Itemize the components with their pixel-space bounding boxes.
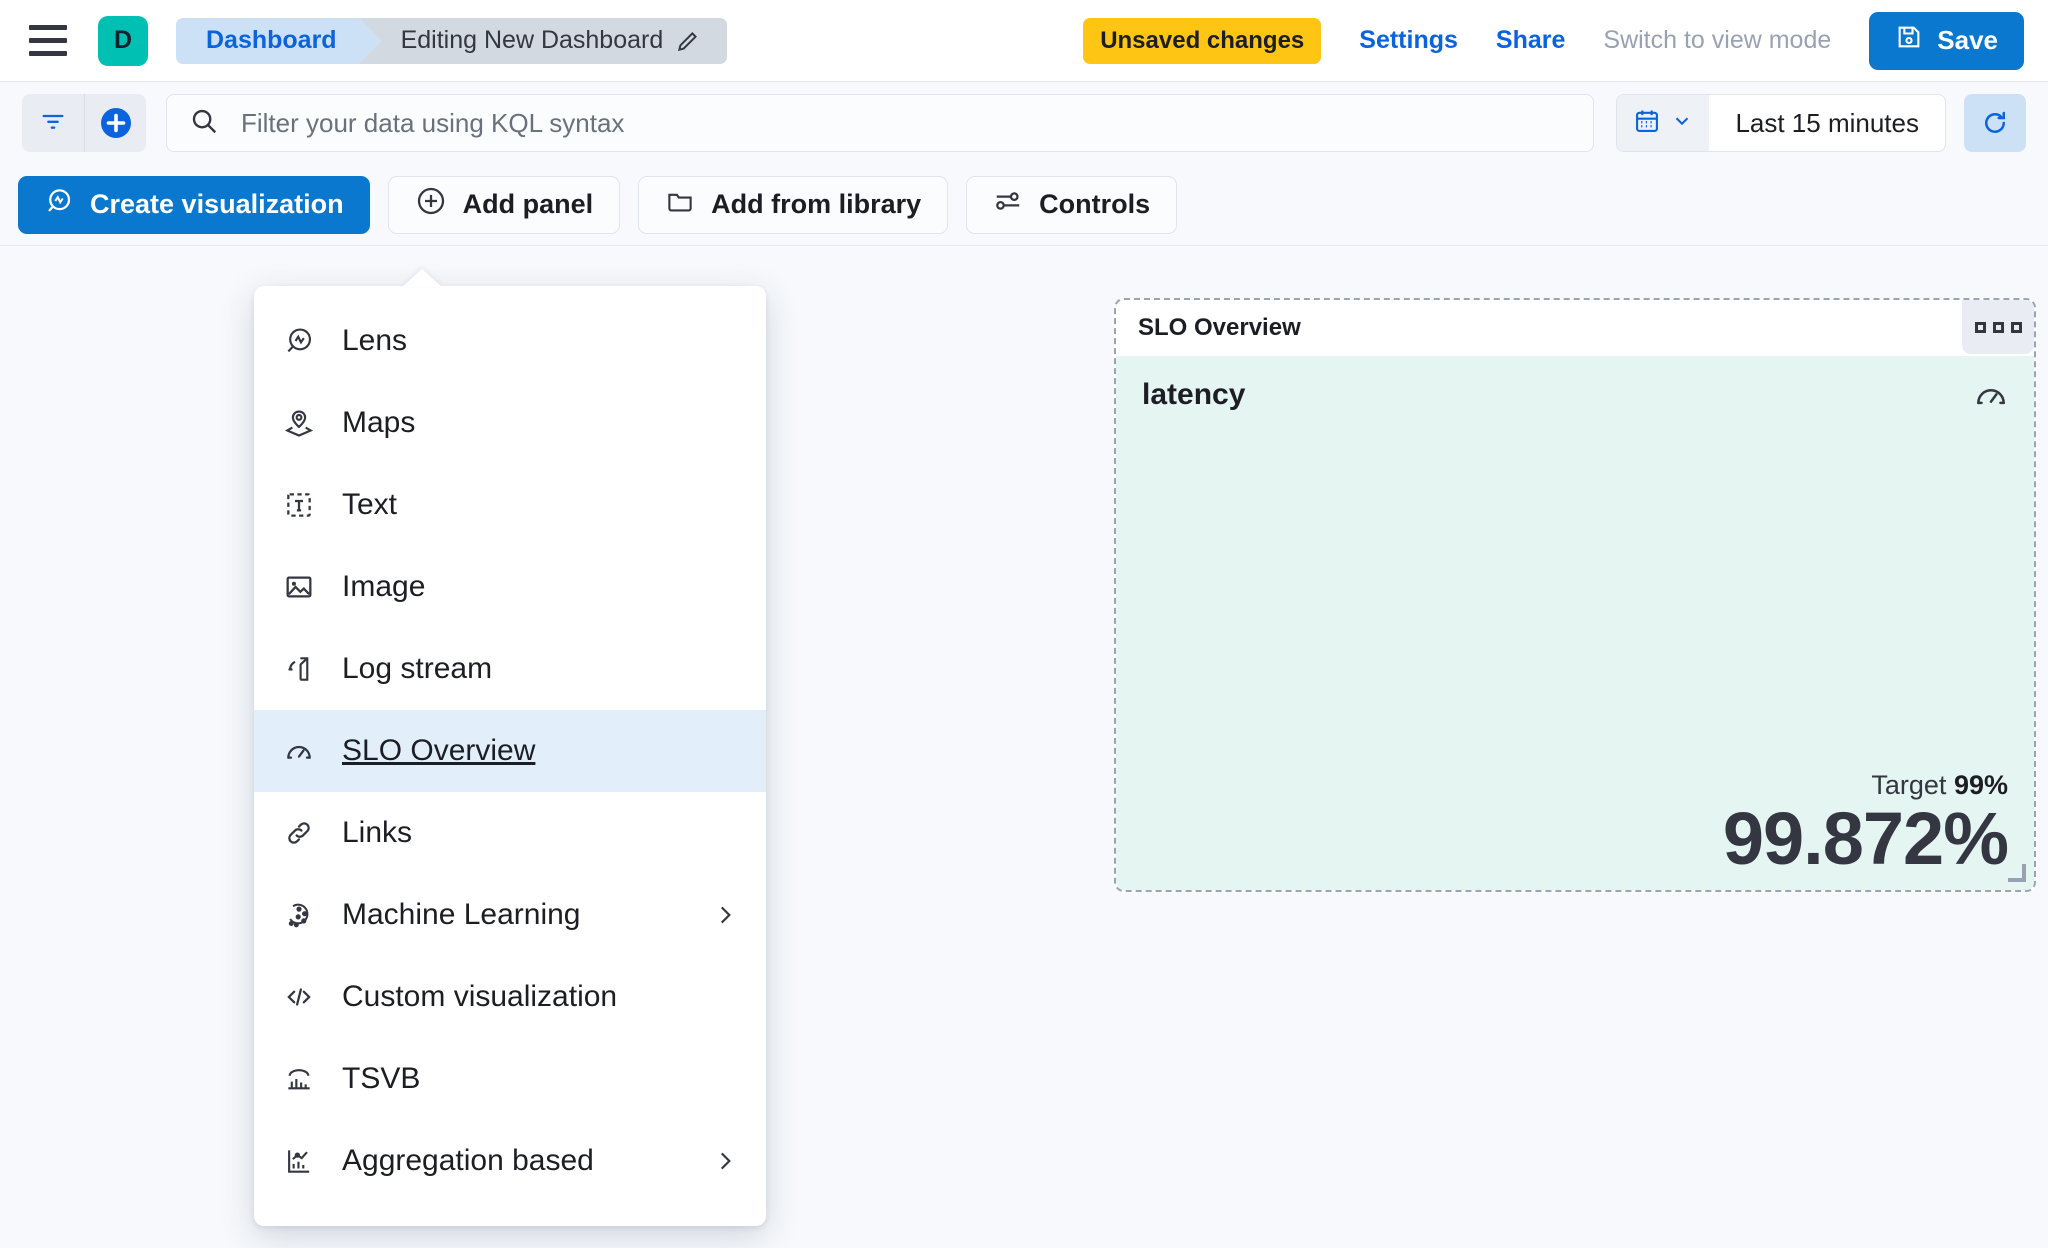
menu-item-machine-learning[interactable]: Machine Learning: [254, 874, 766, 956]
sliders-icon: [993, 186, 1023, 223]
aggregation-chart-icon: [282, 1144, 316, 1178]
machine-learning-icon: [282, 898, 316, 932]
kql-placeholder-text: Filter your data using KQL syntax: [241, 107, 625, 138]
panel-header: SLO Overview: [1116, 300, 2034, 356]
panel-options-icon[interactable]: [1962, 300, 2034, 354]
add-from-library-label: Add from library: [711, 189, 922, 219]
menu-item-label: Log stream: [342, 652, 493, 685]
menu-item-label: SLO Overview: [342, 734, 536, 767]
slo-target-value: 99%: [1953, 769, 2008, 800]
breadcrumb-dashboard-label: Dashboard: [206, 26, 337, 54]
query-bar: Filter your data using KQL syntax Last 1…: [0, 82, 2048, 164]
menu-item-lens[interactable]: Lens: [254, 300, 766, 382]
plus-circle-icon: [415, 185, 447, 224]
save-disk-icon: [1895, 23, 1923, 58]
slo-target-label: Target: [1871, 769, 1947, 800]
breadcrumb-item-dashboard[interactable]: Dashboard: [176, 17, 381, 64]
resize-corner-icon[interactable]: [2008, 864, 2026, 882]
lens-icon: [282, 324, 316, 358]
chevron-right-icon: [712, 1148, 738, 1174]
menu-arrow: [402, 269, 442, 287]
menu-item-text[interactable]: Text: [254, 464, 766, 546]
slo-target: Target 99%: [1723, 770, 2008, 801]
slo-stats: Target 99% 99.872%: [1722, 770, 2009, 880]
refresh-button[interactable]: [1964, 94, 2026, 152]
menu-item-tsvb[interactable]: TSVB: [254, 1038, 766, 1120]
breadcrumb-item-current[interactable]: Editing New Dashboard: [358, 17, 728, 64]
save-button-label: Save: [1937, 25, 1998, 55]
add-panel-menu-list: Lens Maps Text: [254, 286, 766, 1226]
add-panel-label: Add panel: [462, 189, 594, 219]
log-stream-icon: [282, 652, 316, 686]
menu-item-label: Image: [342, 570, 426, 603]
link-icon: [282, 816, 316, 850]
menu-item-label: Links: [342, 816, 413, 849]
code-icon: [282, 980, 316, 1014]
add-panel-button[interactable]: Add panel: [387, 175, 621, 234]
menu-item-label: Aggregation based: [342, 1144, 594, 1177]
create-visualization-button[interactable]: Create visualization: [18, 175, 370, 234]
chevron-right-icon: [712, 902, 738, 928]
menu-item-slo-overview[interactable]: SLO Overview: [254, 710, 766, 792]
app-header: D Dashboard Editing New Dashboard Unsave…: [0, 0, 2048, 82]
slo-overview-panel[interactable]: SLO Overview latency Target 99% 99.872%: [1114, 298, 2036, 892]
tsvb-chart-icon: [282, 1062, 316, 1096]
breadcrumb: Dashboard Editing New Dashboard: [176, 17, 728, 64]
menu-item-label: Lens: [342, 324, 408, 357]
menu-item-label: Machine Learning: [342, 898, 581, 931]
breadcrumb-current-label: Editing New Dashboard: [400, 26, 664, 54]
panel-body: latency Target 99% 99.872%: [1116, 356, 2034, 890]
filter-group: [22, 94, 146, 152]
pencil-icon[interactable]: [675, 28, 701, 54]
unsaved-changes-badge[interactable]: Unsaved changes: [1083, 17, 1322, 64]
hamburger-menu-icon[interactable]: [26, 19, 70, 63]
slo-name: latency: [1142, 378, 1246, 411]
date-quick-select-button[interactable]: [1617, 95, 1710, 151]
menu-item-maps[interactable]: Maps: [254, 382, 766, 464]
create-visualization-label: Create visualization: [90, 189, 344, 219]
controls-label: Controls: [1039, 189, 1151, 219]
text-box-icon: [282, 488, 316, 522]
add-filter-plus-circle-icon[interactable]: [84, 94, 146, 152]
menu-item-log-stream[interactable]: Log stream: [254, 628, 766, 710]
calendar-icon: [1633, 107, 1661, 140]
header-actions: Unsaved changes Settings Share Switch to…: [1083, 11, 2048, 70]
menu-item-label: Maps: [342, 406, 416, 439]
menu-item-image[interactable]: Image: [254, 546, 766, 628]
chevron-down-icon: [1671, 110, 1693, 137]
controls-button[interactable]: Controls: [966, 175, 1178, 234]
time-picker: Last 15 minutes: [1616, 94, 1946, 152]
map-pin-layers-icon: [282, 406, 316, 440]
menu-item-aggregation-based[interactable]: Aggregation based: [254, 1120, 766, 1202]
image-icon: [282, 570, 316, 604]
settings-link[interactable]: Settings: [1359, 26, 1458, 54]
time-range-value[interactable]: Last 15 minutes: [1735, 107, 1919, 138]
space-avatar[interactable]: D: [98, 15, 148, 66]
share-link[interactable]: Share: [1495, 26, 1566, 54]
folder-icon: [665, 186, 695, 223]
add-panel-menu: Lens Maps Text: [254, 269, 766, 1226]
menu-item-custom-visualization[interactable]: Custom visualization: [254, 956, 766, 1038]
kql-search-input[interactable]: Filter your data using KQL syntax: [166, 94, 1595, 152]
gauge-icon: [282, 734, 316, 768]
menu-item-label: Text: [342, 488, 398, 521]
lens-icon: [44, 186, 74, 223]
dashboard-toolbar: Create visualization Add panel Add from …: [0, 164, 2048, 246]
add-from-library-button[interactable]: Add from library: [638, 175, 949, 234]
panel-title: SLO Overview: [1138, 314, 1301, 341]
slo-sli-value: 99.872%: [1722, 796, 2009, 880]
gauge-icon: [1972, 376, 2010, 419]
save-button[interactable]: Save: [1869, 11, 2024, 70]
menu-item-links[interactable]: Links: [254, 792, 766, 874]
search-icon: [189, 106, 219, 141]
menu-item-label: Custom visualization: [342, 980, 618, 1013]
switch-to-view-mode-link[interactable]: Switch to view mode: [1603, 26, 1832, 54]
filter-icon[interactable]: [22, 94, 84, 152]
menu-item-label: TSVB: [342, 1062, 421, 1095]
